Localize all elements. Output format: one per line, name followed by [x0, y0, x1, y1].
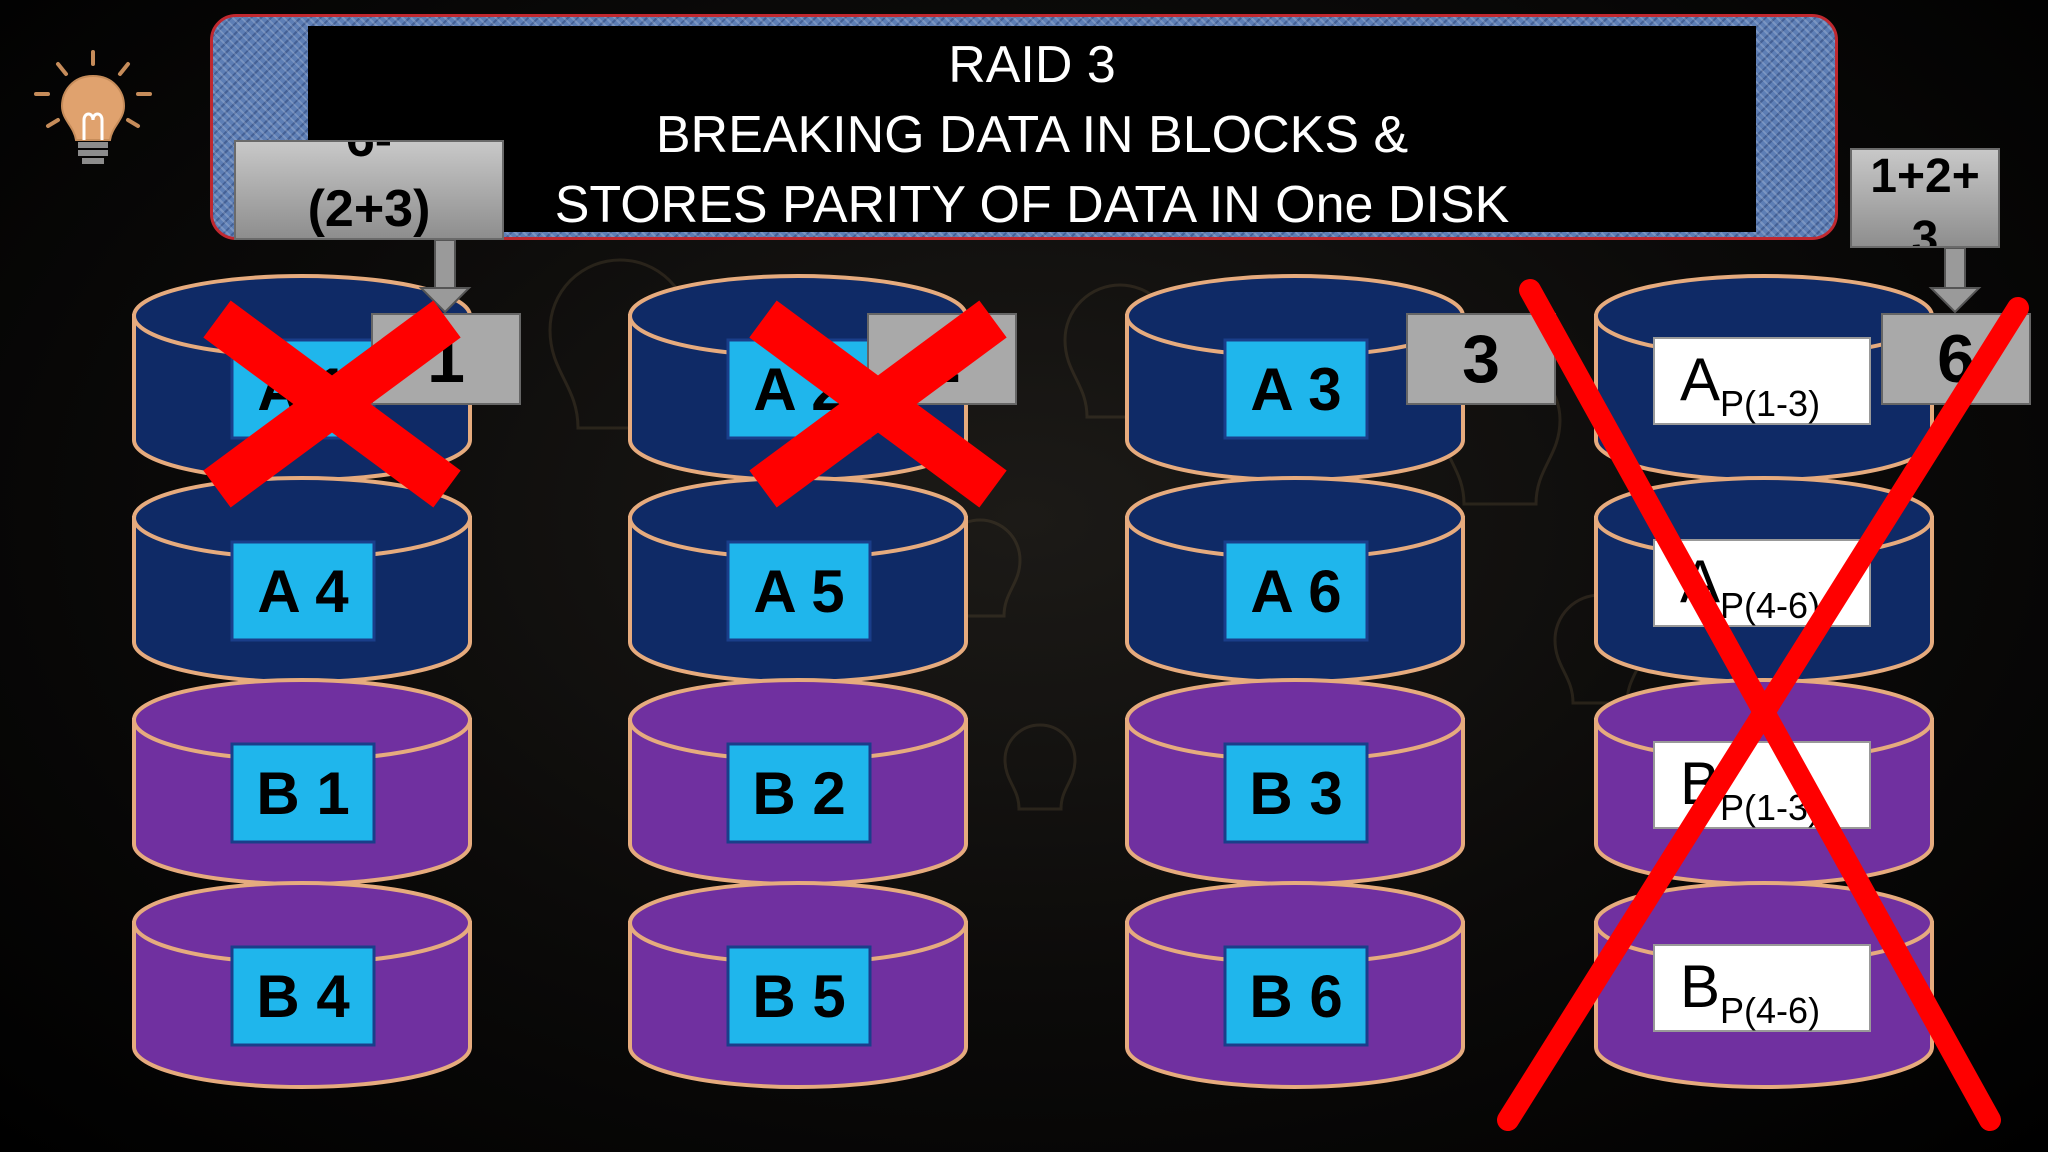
parity-label: BP(4-6) [1680, 953, 1820, 1031]
parity-label: AP(1-3) [1680, 346, 1820, 424]
block-label: B 2 [752, 760, 845, 827]
block-label-box [726, 540, 872, 642]
block-label: B 4 [256, 963, 350, 1030]
disk-4-1: AP(1-3) [1594, 274, 1934, 482]
disk-2-4: B 5 [628, 881, 968, 1089]
block-label-box [1223, 338, 1369, 440]
title-line-1: RAID 3 [948, 36, 1116, 94]
right-formula-box: 1+2+ 3 [1850, 148, 2000, 248]
disk-3-4: B 6 [1125, 881, 1465, 1089]
block-label: B 1 [256, 760, 349, 827]
parity-label-box [1653, 337, 1871, 425]
block-label: A 3 [1250, 356, 1341, 423]
block-label-box [230, 540, 376, 642]
block-label-box [230, 742, 376, 844]
disk-2-2: A 5 [628, 476, 968, 684]
block-label-box [726, 742, 872, 844]
right-formula-line-1: 1+2+ [1870, 150, 1980, 203]
disk-tag-number: 3 [1462, 321, 1500, 397]
disk-column-1: A 1A 4B 1B 4 [132, 274, 472, 1089]
block-label-box [726, 945, 872, 1047]
disk-3-1: A 3 [1125, 274, 1465, 482]
background-bulb-icon [1003, 723, 1077, 811]
block-label: B 6 [1249, 963, 1342, 1030]
block-label: B 5 [752, 963, 845, 1030]
disk-column-2: A 2A 5B 2B 5 [628, 274, 968, 1089]
down-arrow-icon [418, 239, 472, 314]
disk-1-3: B 1 [132, 678, 472, 886]
block-label: B 3 [1249, 760, 1342, 827]
disk-tag-3: 3 [1406, 313, 1556, 405]
disk-3-3: B 3 [1125, 678, 1465, 886]
block-label: A 4 [257, 558, 349, 625]
block-label: A 5 [753, 558, 844, 625]
right-formula-line-2: 3 [1911, 212, 1939, 248]
disk-1-2: A 4 [132, 476, 472, 684]
title-line-2: BREAKING DATA IN BLOCKS & [655, 106, 1409, 164]
title-line-3: STORES PARITY OF DATA IN One DISK [554, 176, 1510, 234]
disk-2-3: B 2 [628, 678, 968, 886]
disk-1-4: B 4 [132, 881, 472, 1089]
lightbulb-icon [28, 50, 158, 175]
disk-3-2: A 6 [1125, 476, 1465, 684]
block-label-box [1223, 945, 1369, 1047]
disk-tag-box [1406, 313, 1556, 405]
failed-disk-x-icon-2 [749, 300, 1007, 508]
block-label-box [1223, 540, 1369, 642]
left-formula-box: 6- (2+3) [234, 140, 504, 240]
down-arrow-icon [1928, 247, 1982, 314]
failed-disk-x-icon-1 [203, 300, 461, 508]
left-formula-line-1: 6- [236, 142, 502, 174]
block-label: A 6 [1250, 558, 1341, 625]
disk-4-4: BP(4-6) [1594, 881, 1934, 1089]
parity-label: AP(4-6) [1680, 548, 1820, 626]
left-formula-line-2: (2+3) [307, 180, 431, 238]
failed-parity-disk-x-icon [1497, 279, 2029, 1131]
disk-column-3: A 3 A 6 B 3 B 6 [1125, 274, 1465, 1089]
block-label-box [230, 945, 376, 1047]
title-box: RAID 3 BREAKING DATA IN BLOCKS & STORES … [308, 26, 1756, 234]
parity-label-box [1653, 944, 1871, 1032]
block-label-box [1223, 742, 1369, 844]
